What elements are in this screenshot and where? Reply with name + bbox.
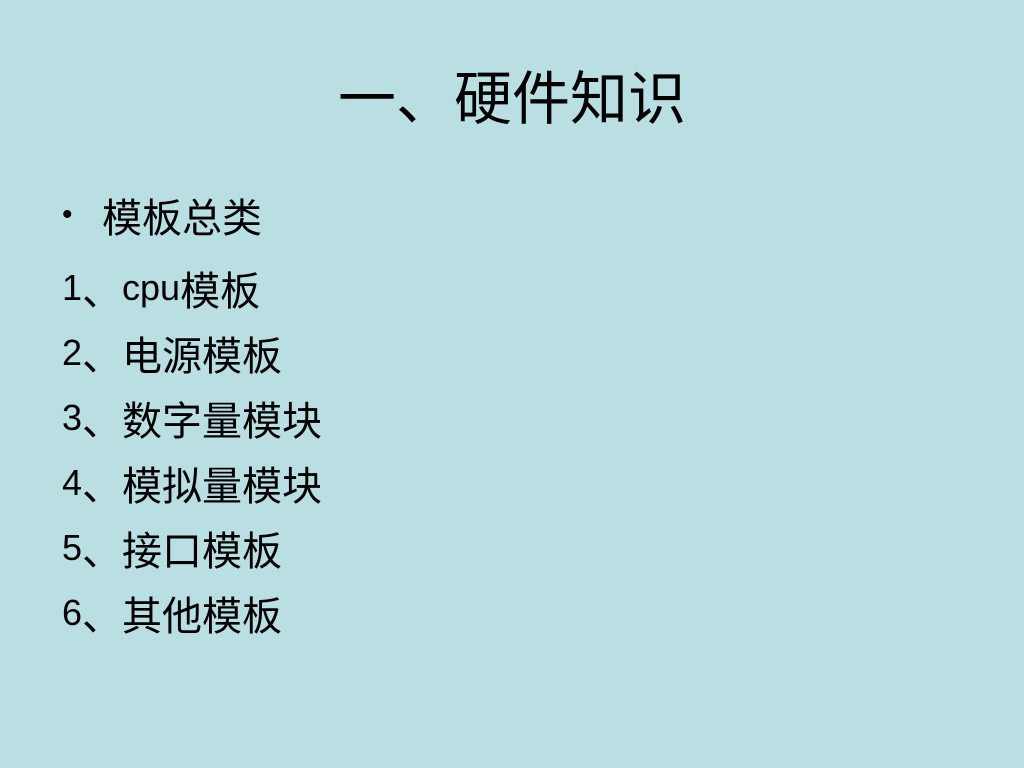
item-number: 4 [62,461,83,503]
item-number: 5 [62,526,83,568]
list-item-4: 4、模拟量模块 [62,450,322,515]
item-separator: 、 [82,593,123,640]
item-separator: 、 [82,268,123,315]
item-text: 模板 [180,268,261,315]
list-item-5: 5、接口模板 [62,515,322,580]
item-latin-text: cpu [122,266,181,308]
bullet-icon: • [62,198,73,231]
item-separator: 、 [82,463,123,510]
list-item-6: 6、其他模板 [62,580,322,645]
item-number: 2 [62,331,83,373]
item-text: 模拟量模块 [122,463,323,510]
item-separator: 、 [82,333,123,380]
item-number: 3 [62,396,83,438]
item-number: 6 [62,591,83,633]
item-text: 接口模板 [122,528,283,575]
item-separator: 、 [82,528,123,575]
bullet-item: • 模板总类 [62,190,262,242]
item-separator: 、 [82,398,123,445]
item-text: 数字量模块 [122,398,323,445]
item-number: 1 [62,266,83,308]
list-item-3: 3、数字量模块 [62,385,322,450]
slide-title: 一、硬件知识 [337,65,686,133]
item-text: 电源模板 [122,333,283,380]
bullet-text: 模板总类 [102,196,262,242]
item-text: 其他模板 [122,593,283,640]
list-item-2: 2、电源模板 [62,320,322,385]
